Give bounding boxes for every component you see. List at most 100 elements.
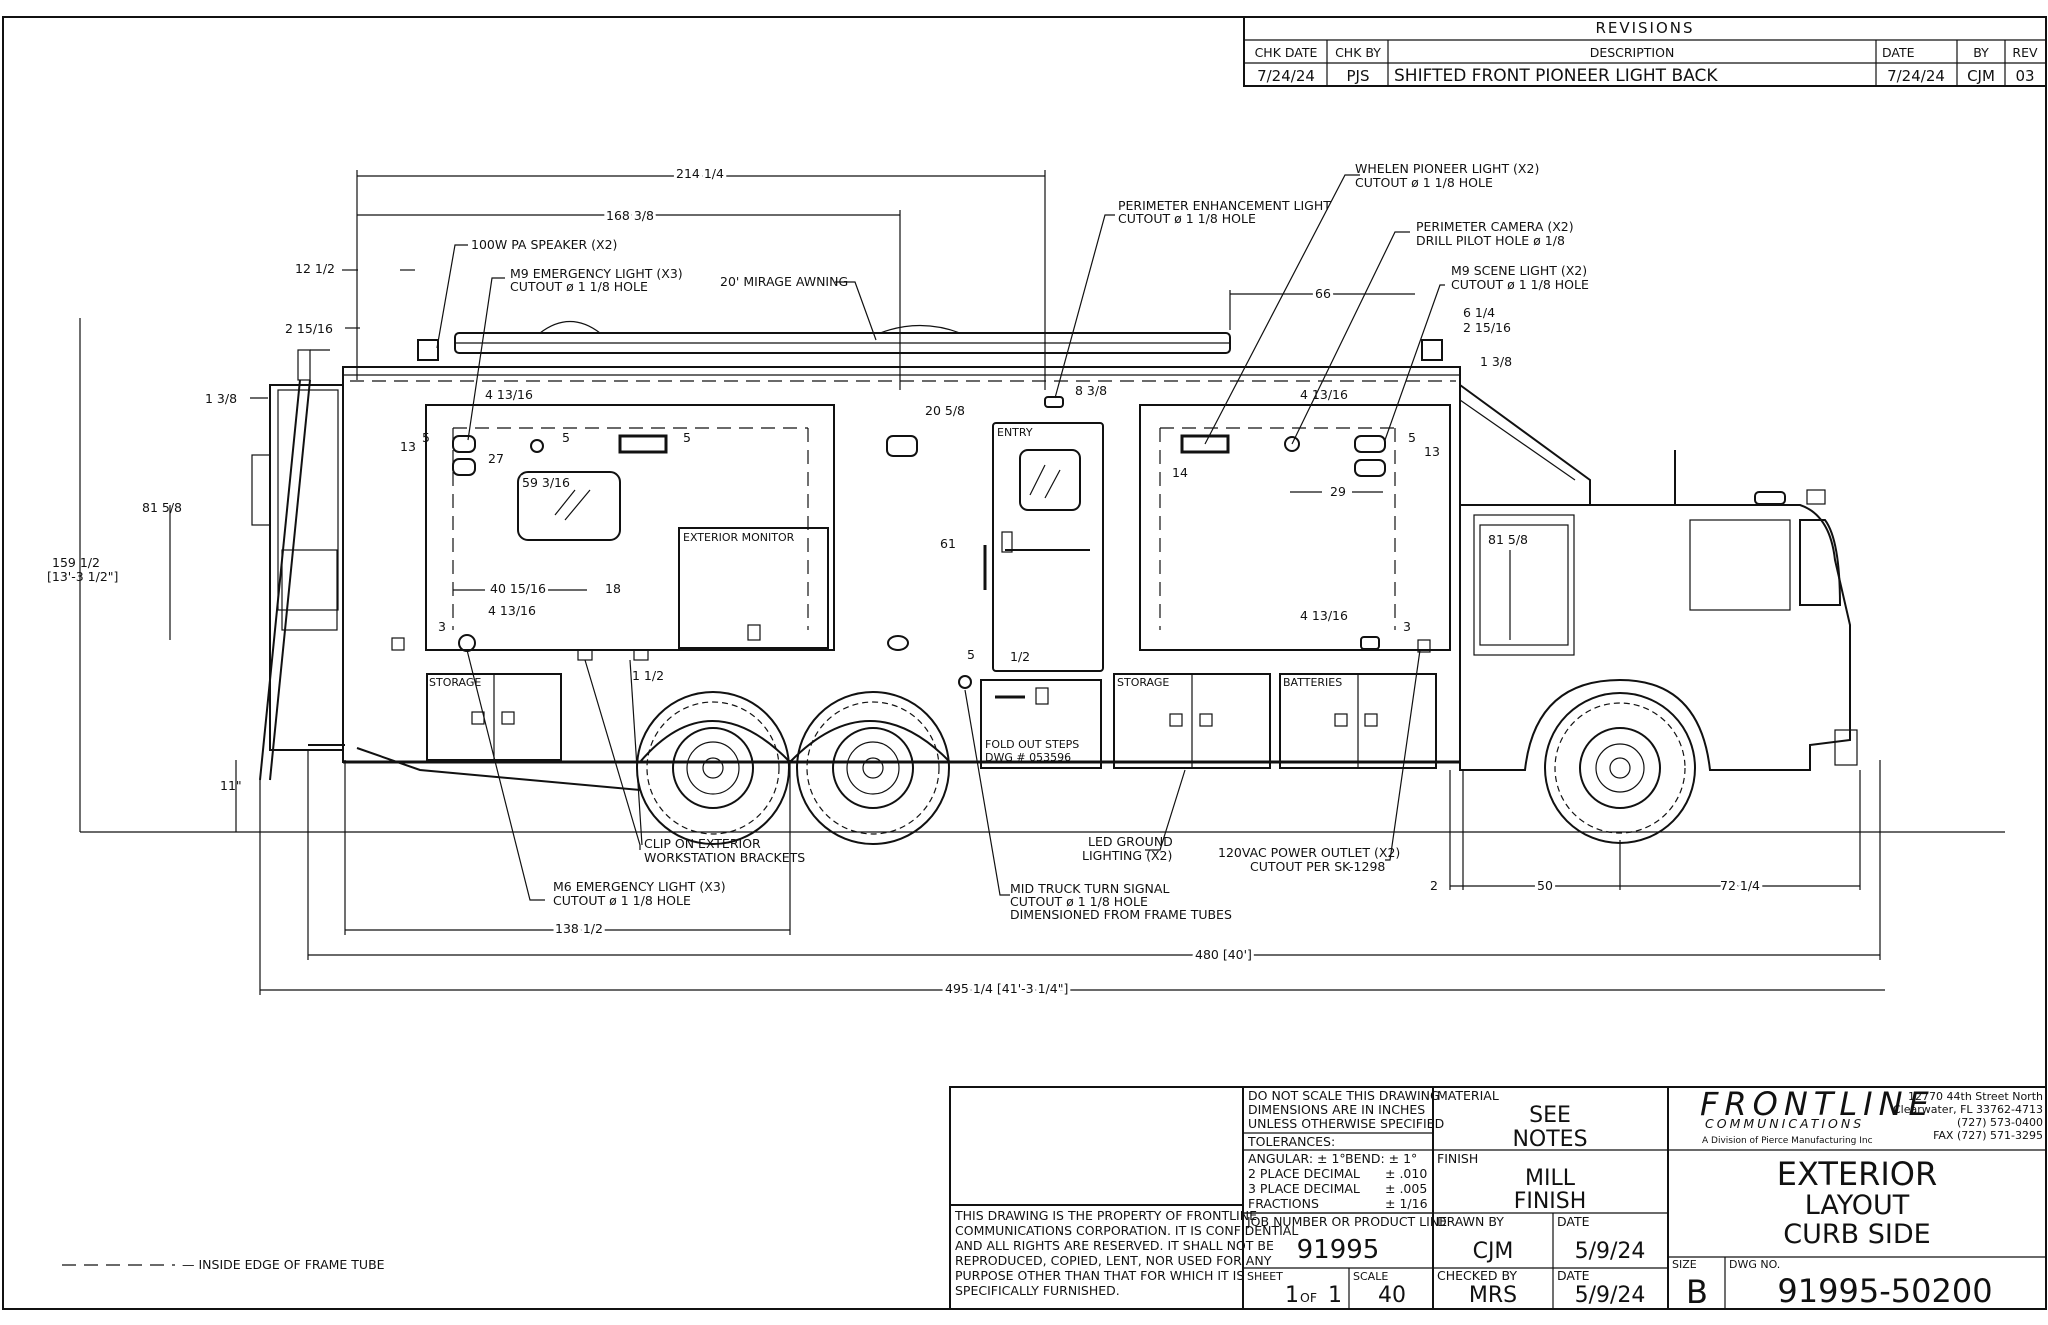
dim-20-58: 20 5/8 (925, 403, 965, 418)
rev-row-description: SHIFTED FRONT PIONEER LIGHT BACK (1394, 66, 1718, 86)
rev-header-date: DATE (1882, 45, 1915, 60)
dim-1-2: 1/2 (1010, 649, 1030, 664)
drawn-date-label: DATE (1557, 1214, 1590, 1229)
dim-2-15-16: 2 15/16 (285, 321, 333, 336)
sheet-of: OF (1300, 1290, 1317, 1305)
company-name: FRONTLINE (1700, 1085, 1935, 1123)
rev-row-chk-date: 7/24/24 (1257, 67, 1315, 85)
material-label: MATERIAL (1437, 1088, 1499, 1103)
callouts: 100W PA SPEAKER (X2) M9 EMERGENCY LIGHT … (436, 161, 1589, 922)
revisions-table: REVISIONS CHK DATE CHK BY DESCRIPTION DA… (1243, 16, 2047, 87)
whelen-pioneer-light (1180, 434, 1230, 454)
truck-side-view: EXTERIOR MONITOR ENTRY STORAGE FOLD OUT … (80, 321, 2005, 845)
property-notice-2: COMMUNICATIONS CORPORATION. IT IS CONFID… (955, 1223, 1298, 1238)
storage-label-mid: STORAGE (1117, 676, 1169, 689)
dwg-number: 91995-50200 (1777, 1272, 1992, 1310)
dim-4-13-16-c: 4 13/16 (488, 603, 536, 618)
dim-61: 61 (940, 536, 956, 551)
callout-m6-2: CUTOUT ø 1 1/8 HOLE (553, 893, 691, 908)
m9-emergency-light-2 (452, 458, 476, 476)
callout-camera-1: PERIMETER CAMERA (X2) (1416, 219, 1574, 234)
tol-fractions-val: ± 1/16 (1385, 1196, 1428, 1211)
sheet-total: 1 (1328, 1283, 1342, 1308)
callout-m9-scene-2: CUTOUT ø 1 1/8 HOLE (1451, 277, 1589, 292)
rev-header-chk-date: CHK DATE (1255, 45, 1318, 60)
property-notice-3: AND ALL RIGHTS ARE RESERVED. IT SHALL NO… (955, 1238, 1274, 1253)
dim-138: 138 1/2 (555, 921, 603, 936)
drawn-date: 5/9/24 (1575, 1239, 1646, 1264)
entry-label: ENTRY (997, 426, 1033, 439)
dim-50: 50 (1537, 878, 1553, 893)
finish-value-1: MILL (1525, 1166, 1576, 1191)
job-number: 91995 (1297, 1235, 1380, 1265)
rev-header-description: DESCRIPTION (1590, 45, 1675, 60)
legend-inside-edge: — INSIDE EDGE OF FRAME TUBE (182, 1257, 385, 1272)
dim-6-14: 6 1/4 (1463, 305, 1495, 320)
tol-bend: BEND: ± 1° (1345, 1151, 1417, 1166)
material-value-1: SEE (1529, 1103, 1571, 1128)
dim-5-e: 5 (967, 647, 975, 662)
dim-81-58-b: 81 5/8 (1488, 532, 1528, 547)
callout-clip-1: CLIP ON EXTERIOR (644, 836, 761, 851)
dim-5-b: 5 (562, 430, 570, 445)
dim-495: 495 1/4 [41'-3 1/4"] (945, 981, 1068, 996)
dim-2: 2 (1430, 878, 1438, 893)
dim-3-b: 3 (1403, 619, 1411, 634)
dim-168: 168 3/8 (606, 208, 654, 223)
property-notice-6: SPECIFICALLY FURNISHED. (955, 1283, 1120, 1298)
rev-row-chk-by: PJS (1347, 67, 1370, 85)
drawing-title-3: CURB SIDE (1783, 1219, 1930, 1250)
property-notice-5: PURPOSE OTHER THAN THAT FOR WHICH IT IS (955, 1268, 1244, 1283)
dwg-number-label: DWG NO. (1729, 1258, 1780, 1271)
m9-scene-light-2 (1354, 459, 1386, 477)
callout-perimeter-enh-2: CUTOUT ø 1 1/8 HOLE (1118, 211, 1256, 226)
rear-wheel-2 (796, 691, 950, 845)
callout-led-2: LIGHTING (X2) (1082, 848, 1172, 863)
dim-40-15-16: 40 15/16 (490, 581, 546, 596)
m9-emergency-light-3 (618, 434, 668, 454)
upper-panel-rear (425, 404, 835, 651)
size-label: SIZE (1672, 1258, 1697, 1271)
rev-row-rev: 03 (2015, 67, 2034, 85)
callout-turn-3: DIMENSIONED FROM FRAME TUBES (1010, 907, 1232, 922)
callout-clip-2: WORKSTATION BRACKETS (644, 850, 805, 865)
checked-by: MRS (1469, 1283, 1517, 1308)
drawn-by-label: DRAWN BY (1437, 1214, 1504, 1229)
finish-label: FINISH (1437, 1151, 1478, 1166)
dim-3-a: 3 (438, 619, 446, 634)
dim-1-38-left: 1 3/8 (205, 391, 237, 406)
storage-label-rear: STORAGE (429, 676, 481, 689)
callout-m9-emergency-1: M9 EMERGENCY LIGHT (X3) (510, 266, 683, 281)
tol-place2-val: ± .010 (1385, 1166, 1427, 1181)
notice-line-2: DIMENSIONS ARE IN INCHES (1248, 1102, 1425, 1117)
exterior-monitor-label: EXTERIOR MONITOR (683, 531, 795, 544)
notice-line-1: DO NOT SCALE THIS DRAWING (1248, 1088, 1440, 1103)
m9-scene-light-1 (1354, 435, 1386, 453)
dim-4-13-16-d: 4 13/16 (1300, 608, 1348, 623)
company-address-1: 12770 44th Street North (1908, 1090, 2043, 1103)
dim-11: 11" (220, 778, 242, 793)
callout-led-1: LED GROUND (1088, 834, 1173, 849)
callout-outlet-2: CUTOUT PER SK-1298 (1250, 859, 1385, 874)
property-notice-1: THIS DRAWING IS THE PROPERTY OF FRONTLIN… (954, 1208, 1257, 1223)
rev-header-chk-by: CHK BY (1335, 45, 1381, 60)
tol-fractions: FRACTIONS (1248, 1196, 1319, 1211)
cab (1459, 384, 1858, 844)
property-notice-4: REPRODUCED, COPIED, LENT, NOR USED FOR A… (955, 1253, 1272, 1268)
dim-72-14: 72 1/4 (1720, 878, 1760, 893)
dim-59: 59 3/16 (522, 475, 570, 490)
side-window (517, 471, 621, 541)
notice-line-3: UNLESS OTHERWISE SPECIFIED (1248, 1116, 1444, 1131)
callout-m9-scene-1: M9 SCENE LIGHT (X2) (1451, 263, 1587, 278)
exterior-monitor (678, 527, 829, 649)
tol-place3: 3 PLACE DECIMAL (1248, 1181, 1360, 1196)
body-box (342, 366, 1461, 763)
batteries-label: BATTERIES (1283, 676, 1342, 689)
company-phone: (727) 573-0400 (1957, 1116, 2043, 1129)
callout-turn-1: MID TRUCK TURN SIGNAL (1010, 881, 1169, 896)
dimension-lines: 214 1/4 168 3/8 12 1/2 2 15/16 1 3/8 4 1… (47, 163, 1885, 999)
dim-2-15-16-b: 2 15/16 (1463, 320, 1511, 335)
drawing-title-1: EXTERIOR (1777, 1155, 1937, 1193)
drawing-title-2: LAYOUT (1805, 1190, 1910, 1221)
